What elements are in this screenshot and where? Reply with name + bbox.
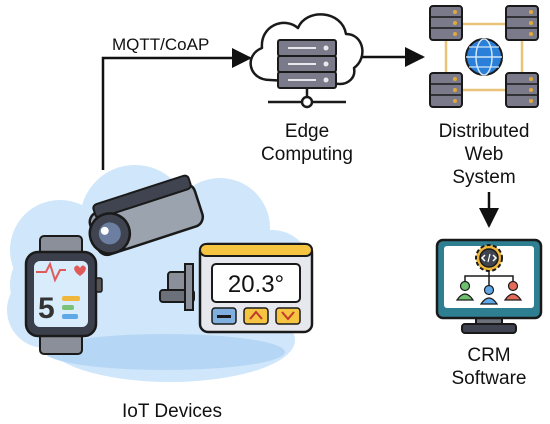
database-stack-top-right xyxy=(505,5,539,41)
crm-label-line1: CRM xyxy=(467,345,510,366)
protocol-label: MQTT/CoAP xyxy=(112,35,209,54)
smartwatch-icon: 5 xyxy=(24,235,103,355)
web-label-line3: System xyxy=(452,167,515,188)
cloud-server-icon xyxy=(249,13,364,109)
edge-label-line1: Edge xyxy=(285,121,329,142)
person-green-icon xyxy=(455,280,475,301)
thermostat-icon: 20.3° xyxy=(198,242,314,334)
web-label-line1: Distributed xyxy=(439,121,530,142)
watch-number: 5 xyxy=(38,292,55,325)
thermostat-reading: 20.3° xyxy=(228,271,284,298)
crm-monitor-icon xyxy=(435,238,543,334)
security-camera-icon xyxy=(88,174,205,311)
edge-label-line2: Computing xyxy=(261,144,353,165)
gear-code-icon xyxy=(475,244,503,272)
database-stack-bottom-left xyxy=(429,72,463,108)
web-label-line2: Web xyxy=(465,144,504,165)
distributed-database-icon xyxy=(429,5,539,108)
edge-iot-to-edge xyxy=(101,48,252,170)
database-stack-bottom-right xyxy=(505,72,539,108)
person-blue-icon xyxy=(479,284,499,305)
iot-label: IoT Devices xyxy=(122,401,222,422)
globe-icon xyxy=(465,38,503,76)
crm-label-line2: Software xyxy=(452,368,527,389)
database-stack-top-left xyxy=(429,5,463,41)
person-red-icon xyxy=(503,280,523,301)
